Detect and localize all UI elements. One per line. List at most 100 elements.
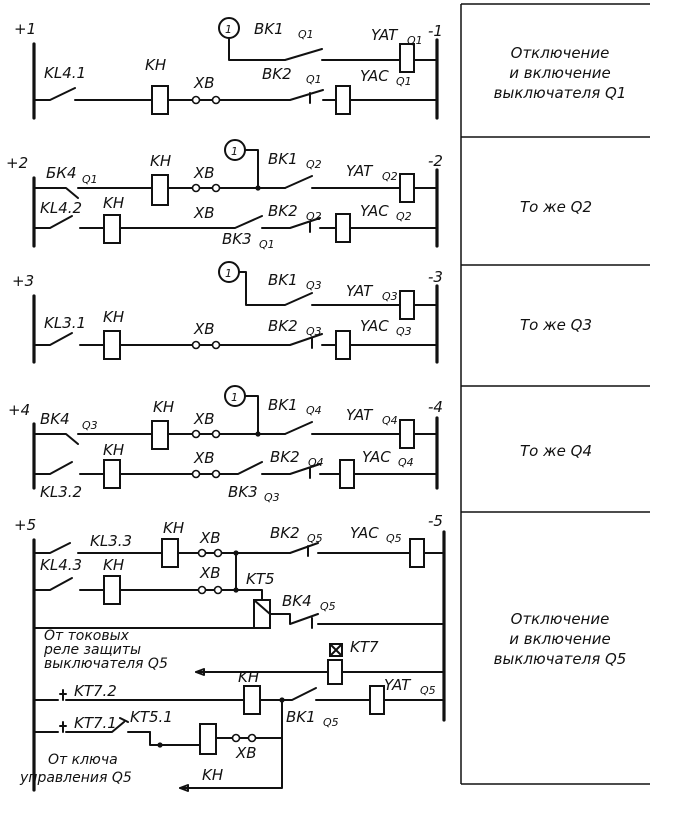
desc-q4-line-1: То же Q4 <box>520 442 592 460</box>
bk4-sub-5: Q5 <box>320 600 336 613</box>
kh-label-3: KH <box>103 308 124 326</box>
yat-sub-2: Q2 <box>382 170 398 183</box>
circle-link-2 <box>244 149 259 187</box>
kh-relay-3 <box>103 330 121 360</box>
desc-q1: Отключение и включение выключателя Q1 <box>494 44 627 102</box>
desc-q3-line-1: То же Q3 <box>520 316 592 334</box>
xb-label-2a: XB <box>193 164 215 182</box>
bk2-contact-5 <box>289 542 411 557</box>
xb-terminal-5e <box>231 733 241 743</box>
kl-contact-2 <box>33 215 73 229</box>
junction-5d <box>157 742 163 748</box>
kh-label-2a: KH <box>150 152 171 170</box>
xb-terminal-2b <box>211 183 221 193</box>
xb-terminal-4c <box>191 469 201 479</box>
wire-5e <box>235 589 263 601</box>
xb-terminal-5d <box>213 585 223 595</box>
bk2-sub-4: Q4 <box>308 456 324 469</box>
prot-line-1: От токовых <box>44 628 130 644</box>
yat-coil-3 <box>399 290 415 320</box>
section-q4: +4 -4 BK4 Q3 KH XB 1 BK1 Q4 YAT Q4 KL3.2… <box>8 385 443 504</box>
yac-sub-1: Q1 <box>396 75 412 88</box>
key-wire <box>179 737 283 789</box>
yac-sub-4: Q4 <box>398 456 414 469</box>
kt72-contact <box>33 689 245 701</box>
kl-label-3: KL3.1 <box>44 314 86 332</box>
bk2-contact-1 <box>219 89 337 104</box>
xb-terminal-3b <box>211 340 221 350</box>
kt7-label: KT7 <box>350 638 379 656</box>
bk1-sub-2: Q2 <box>306 158 322 171</box>
circle-link-4 <box>244 395 259 433</box>
yat-coil-2 <box>399 173 415 203</box>
kl-label-1: KL4.1 <box>44 64 86 82</box>
bk1-contact-2 <box>284 175 401 189</box>
kh-label-2b: KH <box>103 194 124 212</box>
prot-arrow-icon <box>195 668 205 676</box>
xb-terminal-1b <box>211 95 221 105</box>
xb-label-3: XB <box>193 320 215 338</box>
bk1-sub-4: Q4 <box>306 404 322 417</box>
xb-terminal-3a <box>191 340 201 350</box>
bk1-label-3: BK1 <box>268 271 298 289</box>
bus-minus-3: -3 <box>428 268 443 286</box>
bk3-sub-4: Q3 <box>264 491 280 504</box>
xb-terminal-4d <box>211 469 221 479</box>
yac-label-5: YAC <box>350 524 379 542</box>
xb-terminal-5b <box>213 548 223 558</box>
kh-relay-4b <box>103 459 121 489</box>
bk1-sub-3: Q3 <box>306 279 322 292</box>
yac-label-1: YAC <box>360 67 389 85</box>
node-circle-label-4: 1 <box>231 391 238 404</box>
bk2-label-5: BK2 <box>270 524 300 542</box>
bk3-label-2: BK3 <box>222 230 252 248</box>
yac-sub-5: Q5 <box>386 532 402 545</box>
bus-minus-2: -2 <box>428 152 443 170</box>
bk2-label-4: BK2 <box>270 448 300 466</box>
bk3-bk2-contacts-2 <box>119 215 337 233</box>
bk2-sub-1: Q1 <box>306 73 322 86</box>
kt7-relay <box>327 659 343 685</box>
yat-label-2: YAT <box>346 162 374 180</box>
kh-label-5c: KH <box>238 668 259 686</box>
kt5-relay <box>253 599 271 629</box>
bus-minus-4: -4 <box>428 398 443 416</box>
yac-coil-3 <box>335 330 351 360</box>
desc-q1-line-3: выключателя Q1 <box>494 84 627 102</box>
xb-label-4b: XB <box>193 449 215 467</box>
section-q2: +2 -2 БК4 Q1 KH XB 1 BK1 Q2 YAT Q2 KL4.2… <box>6 139 443 251</box>
kl-label-5b: KL4.3 <box>40 556 82 574</box>
bk1-label-5: BK1 <box>286 708 316 726</box>
yat-sub-4: Q4 <box>382 414 398 427</box>
bk4-contact-2 <box>33 187 153 199</box>
node-circle-label-3: 1 <box>225 267 232 280</box>
kh-relay-5d <box>199 723 217 755</box>
bk2-contact-3 <box>219 333 337 349</box>
xb-terminal-5c <box>197 585 207 595</box>
desc-q5: Отключение и включение выключателя Q5 <box>494 610 627 668</box>
bk4-label-5: BK4 <box>282 592 312 610</box>
bk1-label-2: BK1 <box>268 150 298 168</box>
section-q3: +3 -3 1 BK1 Q3 YAT Q3 KL3.1 KH XB BK2 Q3… <box>12 261 443 364</box>
kh-relay-2a <box>151 174 169 206</box>
desc-q4: То же Q4 <box>520 442 592 460</box>
kl-contact-4 <box>33 461 105 475</box>
bk1-label-1: BK1 <box>254 20 284 38</box>
wire-5g <box>149 731 201 746</box>
bk4-label-2: БК4 <box>46 164 76 182</box>
xb-terminal-5f <box>247 733 257 743</box>
kl-contact-5b <box>33 577 105 591</box>
kh-relay-2b <box>103 214 121 244</box>
section-q1: +1 -1 1 BK1 Q1 YAT Q1 KL4.1 KH XB BK2 Q1… <box>14 17 443 120</box>
kt72-label: KT7.2 <box>74 682 117 700</box>
xb-label-5c: XB <box>235 744 257 762</box>
yac-label-3: YAC <box>360 317 389 335</box>
section-q5: +5 -5 KL3.3 KH XB BK2 Q5 YAC Q5 KL4.3 KH… <box>14 512 446 792</box>
xb-terminal-5a <box>197 548 207 558</box>
bk1-sub-1: Q1 <box>298 28 314 41</box>
kh-label-5d: KH <box>202 766 223 784</box>
bus-plus-2: +2 <box>6 154 28 172</box>
bk1-contact-5 <box>259 687 371 701</box>
bk2-label-2: BK2 <box>268 202 298 220</box>
bk4-sub-2: Q1 <box>82 173 98 186</box>
